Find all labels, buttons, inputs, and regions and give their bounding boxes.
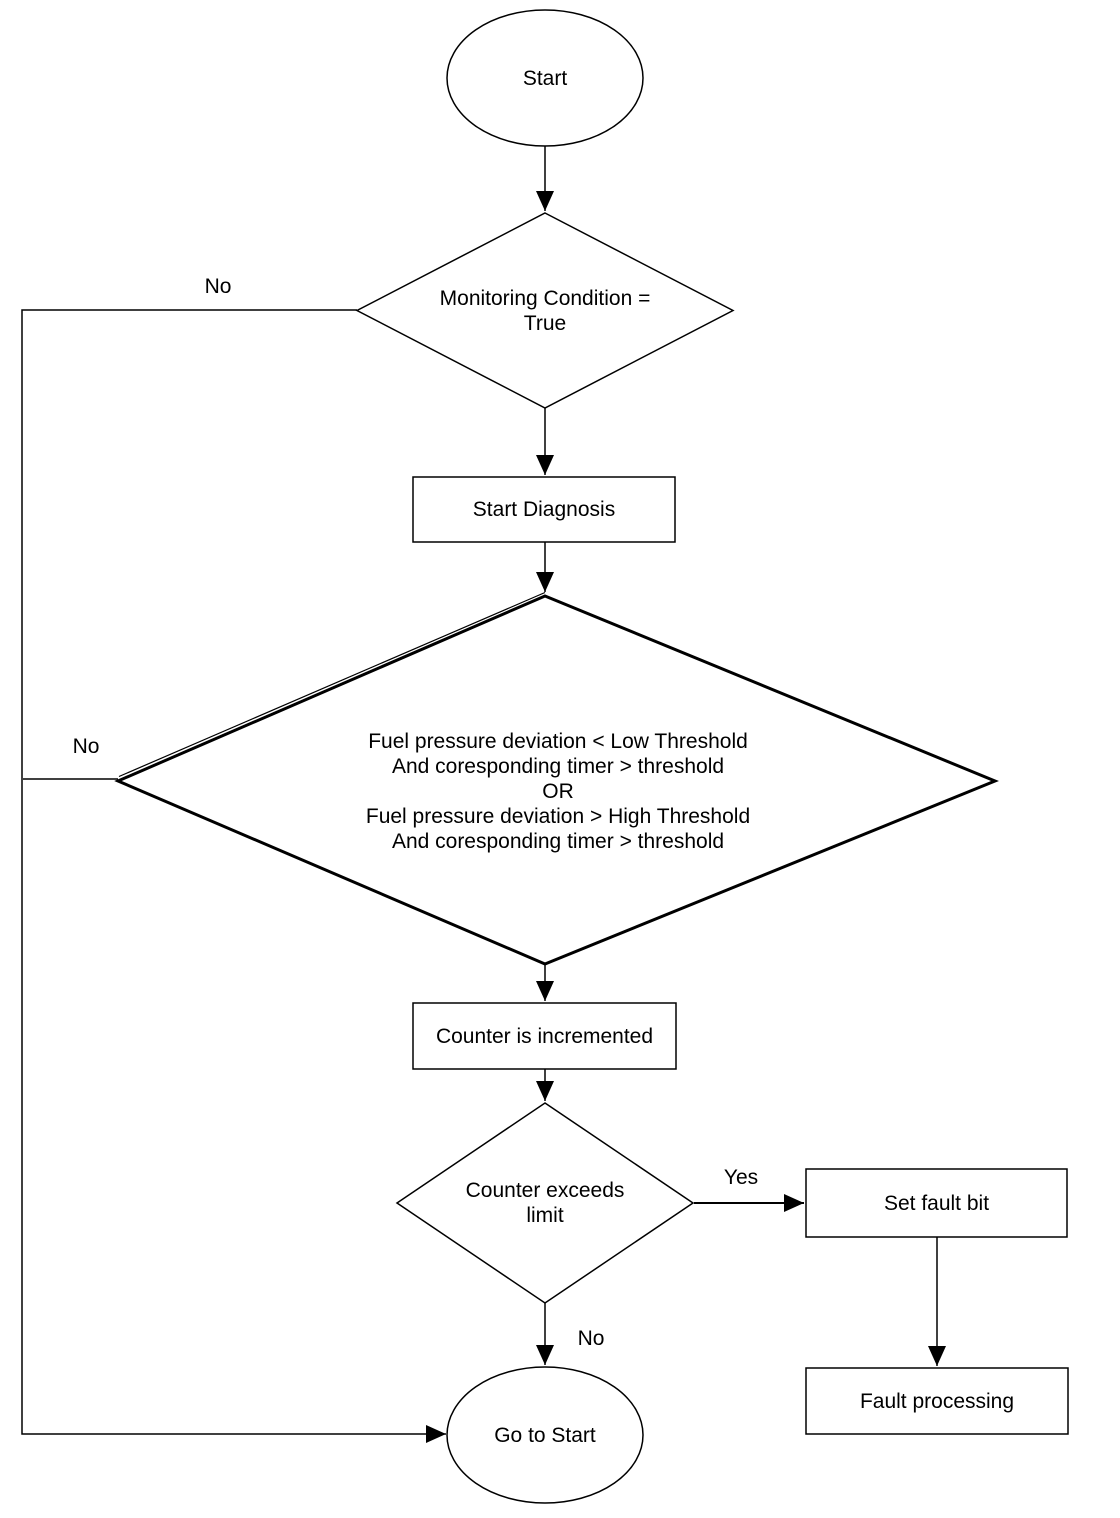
fault-processing-label: Fault processing	[859, 1389, 1015, 1413]
fuel-pressure-decision-label: Fuel pressure deviation < Low Threshold …	[365, 729, 751, 853]
counter-exceeds-limit-label: Counter exceeds limit	[465, 1179, 625, 1227]
monitoring-condition-label: Monitoring Condition = True	[439, 286, 651, 335]
yes-label-counter: Yes	[723, 1165, 759, 1189]
start-label: Start	[522, 66, 568, 90]
start-diagnosis-label: Start Diagnosis	[472, 498, 616, 521]
fuel-pressure-decision-double-line-artifact	[118, 591, 546, 778]
no-branch-monitoring-to-go-to-start-line	[21, 309, 446, 1443]
fault-processing-process-shape	[805, 1367, 1069, 1435]
set-fault-bit-label: Set fault bit	[883, 1191, 990, 1215]
counter-incremented-label: Counter is incremented	[435, 1024, 654, 1048]
start-diagnosis-process-shape	[412, 476, 676, 543]
no-label-monitoring: No	[204, 274, 232, 298]
no-label-counter: No	[577, 1326, 605, 1350]
go-to-start-node-shape	[446, 1366, 644, 1504]
go-to-start-label: Go to Start	[494, 1423, 596, 1447]
no-label-fuel-decision: No	[72, 734, 100, 758]
